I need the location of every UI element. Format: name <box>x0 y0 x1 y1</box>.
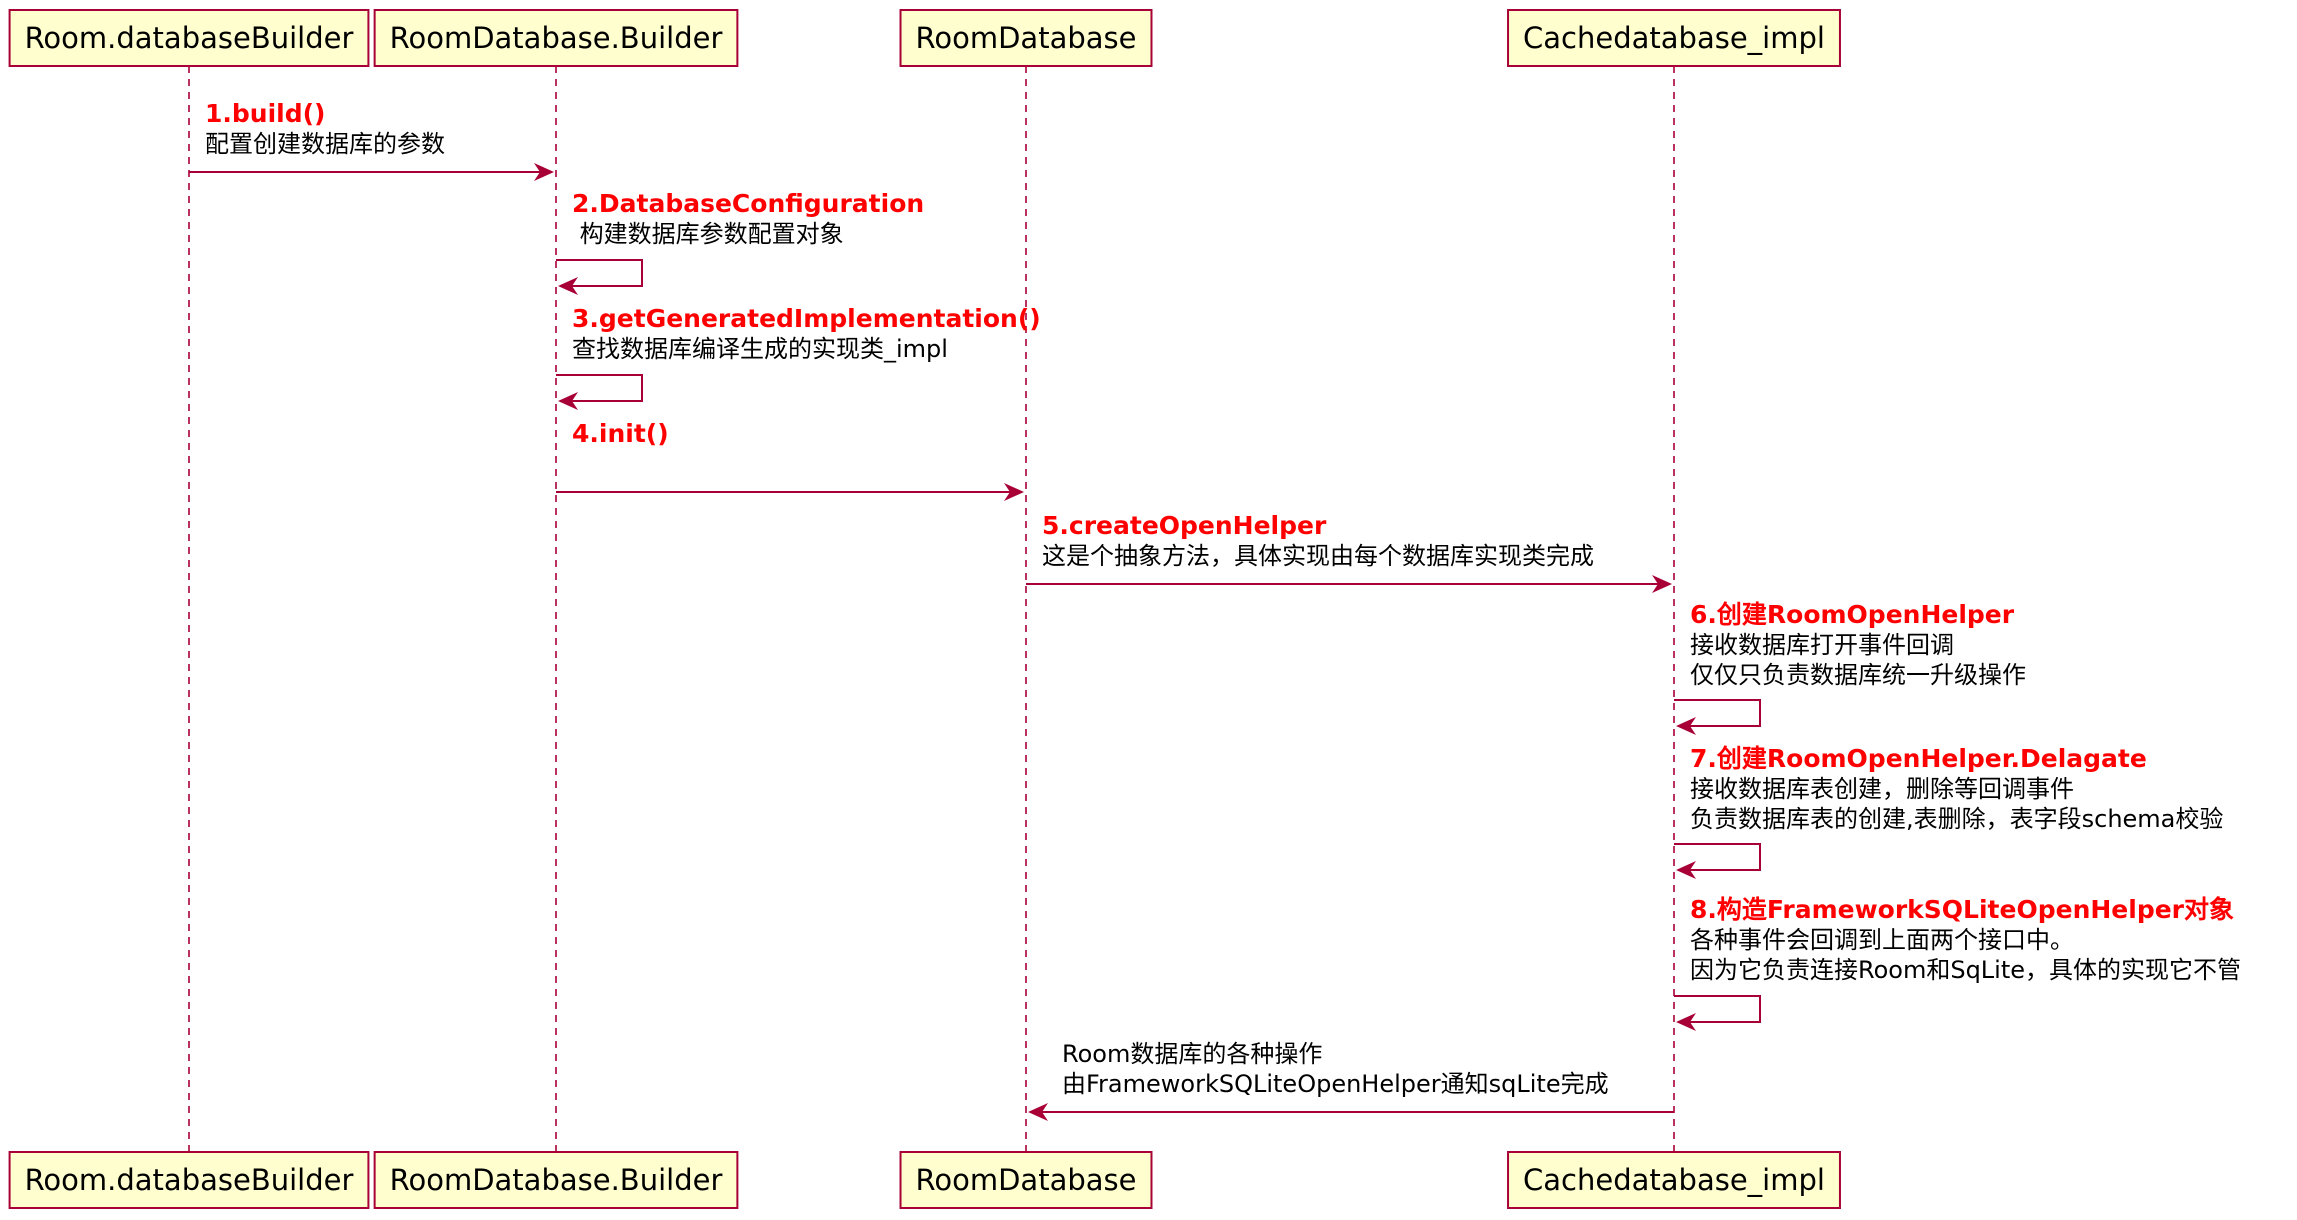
participant-label: Room.databaseBuilder <box>25 21 354 55</box>
self-arrow-line <box>1674 699 1761 727</box>
message-text-line: 接收数据库表创建，删除等回调事件 <box>1690 775 2074 803</box>
lifelines <box>188 66 1675 1152</box>
arrow-head <box>1676 717 1696 735</box>
self-arrow-line <box>1674 995 1761 1023</box>
message-text-line: 由FrameworkSQLiteOpenHelper通知sqLite完成 <box>1062 1070 1609 1098</box>
participant-label: RoomDatabase.Builder <box>390 21 723 55</box>
message-text-line: 这是个抽象方法，具体实现由每个数据库实现类完成 <box>1042 542 1594 570</box>
message-m5: 5.createOpenHelper这是个抽象方法，具体实现由每个数据库实现类完… <box>1026 511 1672 593</box>
message-title: 1.build() <box>205 99 325 128</box>
participant-label: RoomDatabase <box>916 21 1137 55</box>
arrow-head <box>558 392 578 410</box>
message-text-line: 因为它负责连接Room和SqLite，具体的实现它不管 <box>1690 956 2241 984</box>
participant-top-p3[interactable]: RoomDatabase <box>899 9 1153 67</box>
participant-box <box>899 9 1153 67</box>
message-text-line: 接收数据库打开事件回调 <box>1690 631 1954 659</box>
arrow-head <box>1028 1103 1048 1121</box>
message-m1: 1.build()配置创建数据库的参数 <box>189 99 554 181</box>
message-text-line: 负责数据库表的创建,表删除，表字段schema校验 <box>1690 805 2223 833</box>
message-text-line: 仅仅只负责数据库统一升级操作 <box>1690 661 2026 689</box>
participant-top-p1[interactable]: Room.databaseBuilder <box>8 9 370 67</box>
arrow-head <box>1652 575 1672 593</box>
participant-box <box>1507 1151 1841 1209</box>
message-title: 3.getGeneratedImplementation() <box>572 304 1041 333</box>
participant-label: Cachedatabase_impl <box>1523 1163 1825 1197</box>
participants: Room.databaseBuilderRoom.databaseBuilder… <box>8 9 1841 1209</box>
message-m9: Room数据库的各种操作由FrameworkSQLiteOpenHelper通知… <box>1028 1040 1674 1121</box>
arrow-head <box>534 163 554 181</box>
participant-bottom-p3[interactable]: RoomDatabase <box>899 1151 1153 1209</box>
participant-box <box>373 1151 739 1209</box>
message-title: 7.创建RoomOpenHelper.Delagate <box>1690 744 2147 773</box>
message-m7: 7.创建RoomOpenHelper.Delagate接收数据库表创建，删除等回… <box>1674 744 2223 879</box>
participant-box <box>8 9 370 67</box>
participant-bottom-p2[interactable]: RoomDatabase.Builder <box>373 1151 739 1209</box>
message-title: 6.创建RoomOpenHelper <box>1690 600 2015 629</box>
participant-label: RoomDatabase <box>916 1163 1137 1197</box>
participant-bottom-p1[interactable]: Room.databaseBuilder <box>8 1151 370 1209</box>
participant-label: Cachedatabase_impl <box>1523 21 1825 55</box>
participant-box <box>373 9 739 67</box>
arrow-head <box>558 277 578 295</box>
message-m6: 6.创建RoomOpenHelper接收数据库打开事件回调仅仅只负责数据库统一升… <box>1674 600 2026 735</box>
participant-box <box>1507 9 1841 67</box>
self-arrow-line <box>556 374 643 402</box>
message-text-line: 构建数据库参数配置对象 <box>572 220 844 248</box>
message-text-line: Room数据库的各种操作 <box>1062 1040 1322 1068</box>
messages: 1.build()配置创建数据库的参数2.DatabaseConfigurati… <box>189 99 2241 1121</box>
participant-box <box>8 1151 370 1209</box>
participant-label: RoomDatabase.Builder <box>390 1163 723 1197</box>
self-arrow-line <box>1674 843 1761 871</box>
message-m3: 3.getGeneratedImplementation()查找数据库编译生成的… <box>556 304 1041 410</box>
message-title: 4.init() <box>572 419 669 448</box>
participant-label: Room.databaseBuilder <box>25 1163 354 1197</box>
message-m4: 4.init() <box>556 419 1024 501</box>
message-title: 8.构造FrameworkSQLiteOpenHelper对象 <box>1690 895 2234 924</box>
message-text-line: 配置创建数据库的参数 <box>205 130 445 158</box>
participant-top-p2[interactable]: RoomDatabase.Builder <box>373 9 739 67</box>
message-title: 2.DatabaseConfiguration <box>572 189 924 218</box>
arrow-head <box>1004 483 1024 501</box>
self-arrow-line <box>556 259 643 287</box>
participant-bottom-p4[interactable]: Cachedatabase_impl <box>1507 1151 1841 1209</box>
arrow-head <box>1676 861 1696 879</box>
message-m2: 2.DatabaseConfiguration 构建数据库参数配置对象 <box>556 189 924 295</box>
message-text-line: 各种事件会回调到上面两个接口中。 <box>1690 926 2074 954</box>
message-text-line: 查找数据库编译生成的实现类_impl <box>572 335 948 363</box>
participant-top-p4[interactable]: Cachedatabase_impl <box>1507 9 1841 67</box>
message-m8: 8.构造FrameworkSQLiteOpenHelper对象各种事件会回调到上… <box>1674 895 2241 1031</box>
arrow-head <box>1676 1013 1696 1031</box>
message-title: 5.createOpenHelper <box>1042 511 1327 540</box>
participant-box <box>899 1151 1153 1209</box>
